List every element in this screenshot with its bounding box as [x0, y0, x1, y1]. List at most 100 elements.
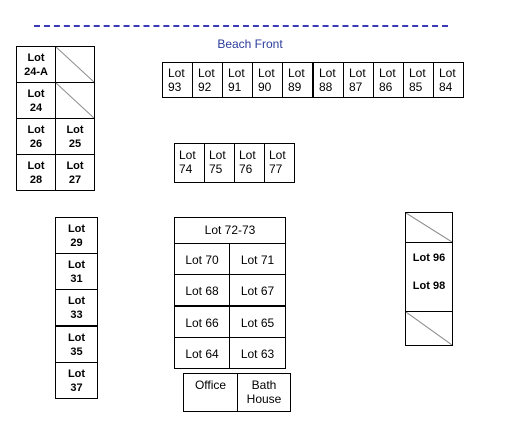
lot-67-label: Lot 67 — [240, 284, 275, 298]
lot-number: 35 — [70, 346, 83, 358]
lot-70[interactable]: Lot 70 — [174, 243, 230, 275]
lot-24a[interactable]: Lot 24-A — [16, 46, 56, 83]
lot-35[interactable]: Lot 35 — [55, 326, 98, 363]
lot-68[interactable]: Lot 68 — [174, 274, 230, 306]
diagonal-line — [406, 213, 452, 242]
lot-number: 93 — [168, 80, 182, 94]
lot-37[interactable]: Lot 37 — [55, 362, 98, 399]
lot-63[interactable]: Lot 63 — [229, 337, 286, 369]
vacant-lot-right-top[interactable] — [405, 212, 453, 243]
lot-number: 28 — [29, 174, 43, 186]
lot-number: 88 — [319, 80, 333, 94]
vacant-lot-right-bottom[interactable] — [405, 311, 453, 346]
lot-65[interactable]: Lot 65 — [229, 306, 286, 338]
lot-number: 91 — [228, 80, 242, 94]
lot-number: 24 — [29, 102, 43, 114]
lot-prefix: Lot — [27, 52, 45, 64]
left-lot-block: Lot 24-A Lot 24 Lot 26 Lot 25 Lot 28 L — [16, 46, 95, 191]
lot-number: 92 — [198, 80, 212, 94]
lot-67[interactable]: Lot 67 — [229, 274, 286, 306]
lot-prefix: Lot — [67, 368, 86, 380]
lot-prefix: Lot — [198, 66, 215, 80]
lot-72-73[interactable]: Lot 72-73 — [174, 217, 286, 244]
lot-prefix: Lot — [168, 66, 185, 80]
lot-number: 84 — [439, 80, 453, 94]
beach-front-label: Beach Front — [217, 37, 283, 51]
office[interactable]: Office — [183, 373, 238, 412]
lot-31[interactable]: Lot 31 — [55, 253, 98, 290]
lot-number: 86 — [379, 80, 393, 94]
lot-prefix: Lot — [288, 66, 305, 80]
vacant-lot-24a-side[interactable] — [55, 46, 95, 83]
lot-65-label: Lot 65 — [240, 316, 275, 330]
vacant-lot-24-side[interactable] — [55, 82, 95, 119]
lot-66-label: Lot 66 — [185, 316, 219, 330]
lot-72-73-label: Lot 72-73 — [204, 223, 256, 237]
lot-25[interactable]: Lot 25 — [55, 118, 95, 155]
lot-24[interactable]: Lot 24 — [16, 82, 56, 119]
lot-26[interactable]: Lot 26 — [16, 118, 56, 155]
bath-house-label-line1: Bath — [251, 378, 277, 392]
bath-house[interactable]: Bath House — [237, 373, 291, 412]
lot-64[interactable]: Lot 64 — [174, 337, 230, 369]
lot-prefix: Lot — [27, 88, 45, 100]
lot-prefix: Lot — [228, 66, 245, 80]
lot-prefix: Lot — [67, 295, 86, 307]
lot-number: 31 — [70, 273, 83, 285]
lot-number: 29 — [70, 237, 83, 249]
lot-number: 85 — [409, 80, 423, 94]
lot-71[interactable]: Lot 71 — [229, 243, 286, 275]
lot-number: 37 — [70, 382, 83, 394]
lot-number: 87 — [349, 80, 363, 94]
lot-96[interactable]: Lot 96 — [405, 242, 453, 277]
lot-prefix: Lot — [67, 332, 86, 344]
lot-63-label: Lot 63 — [240, 347, 275, 361]
diagonal-line — [56, 47, 94, 82]
lot-label: Lot 35 — [56, 331, 97, 359]
lot-28[interactable]: Lot 28 — [16, 154, 56, 191]
lot-prefix: Lot — [66, 124, 84, 136]
lot-66[interactable]: Lot 66 — [174, 306, 230, 338]
lot-70-label: Lot 70 — [185, 253, 219, 267]
lot-98[interactable]: Lot 98 — [405, 276, 453, 312]
lot-prefix: Lot — [67, 259, 86, 271]
lot-prefix: Lot — [269, 148, 286, 162]
lot-98-label: Lot 98 — [412, 280, 446, 292]
lot-prefix: Lot — [27, 124, 45, 136]
lot-64-label: Lot 64 — [185, 347, 219, 361]
lot-number: 33 — [70, 309, 83, 321]
lot-prefix: Lot — [349, 66, 366, 80]
lot-33[interactable]: Lot 33 — [55, 289, 98, 326]
lot-number: 27 — [68, 174, 82, 186]
lot-number: 74 — [179, 162, 193, 176]
diagonal-line — [406, 312, 452, 345]
lot-27[interactable]: Lot 27 — [55, 154, 95, 191]
lot-label: Lot 31 — [56, 258, 97, 286]
lot-number: 89 — [288, 80, 302, 94]
